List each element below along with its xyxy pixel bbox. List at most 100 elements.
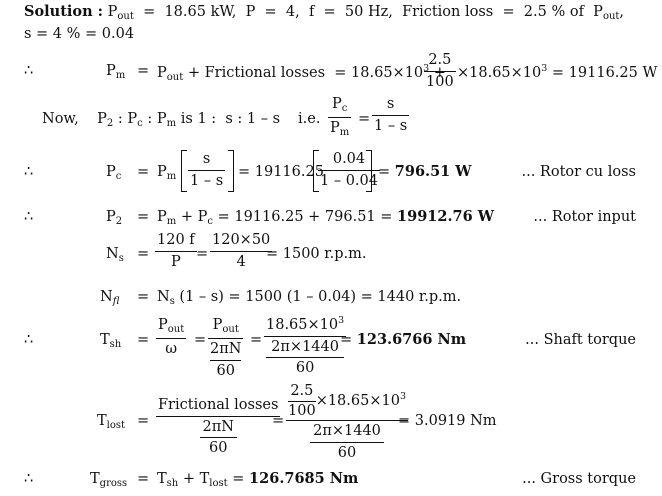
pm-rhs-mult-sup: 3 <box>541 63 548 74</box>
pm-rhs-sup: 3 <box>423 63 430 74</box>
given-pout-sub: out <box>117 11 134 22</box>
nfl-eq-sign: = <box>137 289 150 305</box>
tlost-fraction-1-denominator: 2πN 60 <box>156 417 280 456</box>
pc-lhs-symbol: P <box>106 164 116 180</box>
pc-rhs-value: = 19116.25 <box>238 164 324 180</box>
nfl-rhs-sub: s <box>169 296 175 307</box>
tsh-fraction-2-numerator: Pout <box>208 317 244 339</box>
tsh-fraction-1-numerator: Pout <box>156 317 187 339</box>
pc-tag: ... Rotor cu loss <box>521 164 637 180</box>
tsh-fraction-3-numerator: 18.65×103 <box>264 315 347 337</box>
tg-rhs: Tsh + Tlost = 126.7685 Nm <box>157 471 358 489</box>
p2-result: 19912.76 W <box>397 208 495 225</box>
nfl-rhs: Ns (1 – s) = 1500 (1 – 0.04) = 1440 r.p.… <box>157 290 461 307</box>
ratio-num-p: P <box>331 96 342 112</box>
tg-tag: ... Gross torque <box>522 471 636 487</box>
ratio-pc: : P <box>113 111 138 127</box>
p2-eq-sign: = <box>137 209 150 225</box>
ns-fraction-numerator: 120 f <box>155 233 197 252</box>
p2-rhs-sub-m: m <box>166 216 177 227</box>
pc-result-line: = 796.51 W <box>378 164 472 180</box>
tg-eq-sign: = <box>137 471 150 487</box>
pm-rhs-plus: + <box>429 65 446 81</box>
pc-rhs-sub: m <box>166 171 177 182</box>
pc-fraction-denominator: 1 – s <box>190 172 224 189</box>
pc-result-eq: = <box>378 164 391 180</box>
pc-lhs-sub: c <box>115 171 122 182</box>
tlost-lhs-symbol: T <box>97 413 107 429</box>
tsh-result: 123.6766 Nm <box>356 331 467 348</box>
tsh-f3-den-den: 60 <box>295 360 315 376</box>
pm-rhs-mult: ×18.65×10 <box>457 65 542 81</box>
tg-lhs-sub: gross <box>99 478 128 489</box>
given-line-2: s = 4 % = 0.04 <box>24 26 135 42</box>
ratio-fraction-2-numerator: s <box>372 97 410 116</box>
pm-lhs-sub: m <box>115 70 126 81</box>
ratio-fraction-denominator: Pm <box>328 118 351 138</box>
ns-lhs-sub: s <box>118 253 124 264</box>
tsh-f2-p: P <box>212 317 223 333</box>
ratio-fraction-2: s 1 – s <box>372 97 410 133</box>
tsh-fraction-1-denominator: ω <box>165 341 178 357</box>
tg-lhs-symbol: T <box>90 471 100 487</box>
ns-fraction: 120 f P <box>155 233 197 269</box>
given-pout-sub-end: out <box>602 11 620 22</box>
ratio-fraction-numerator: Pc <box>328 96 352 118</box>
given-comma: , <box>619 4 625 20</box>
tsh-fraction-2-denominator: 2πN 60 <box>208 339 243 378</box>
given-line-1: Solution : Pout = 18.65 kW, P = 4, f = 5… <box>24 4 625 22</box>
now-line: Now, P2 : Pc : Pm is 1 : s : 1 – s <box>42 112 280 129</box>
tsh-f1-p: P <box>158 317 168 333</box>
ns-fraction-2: 120×50 4 <box>210 233 273 269</box>
ratio-values: is 1 : s : 1 – s <box>176 111 281 127</box>
ns-eq-sign: = <box>137 246 150 262</box>
therefore-symbol: ∴ <box>24 209 34 225</box>
ratio-eq: = <box>358 111 371 127</box>
nfl-lhs-symbol: N <box>100 289 113 305</box>
pc-fraction-2-numerator: 0.04 <box>318 152 380 171</box>
tg-rhs-eq: = <box>227 471 245 487</box>
ns-lhs: Ns <box>106 247 124 264</box>
tlost-result: = 3.0919 Nm <box>398 413 497 429</box>
ratio-pm: : P <box>142 111 167 127</box>
tg-rhs-tlost-sub: lost <box>209 478 228 489</box>
p2-rhs-sum: = 19116.25 + 796.51 = <box>212 209 393 225</box>
p2-rhs-p: P <box>157 209 167 225</box>
ns-fraction-denominator: P <box>170 253 181 270</box>
pc-fraction-2: 0.04 1 – 0.04 <box>318 152 380 188</box>
pc-bracket2-right <box>366 150 372 192</box>
tlost-f2-num-sup: 3 <box>399 391 406 402</box>
tlost-lhs-sub: lost <box>106 420 126 431</box>
pc-fraction: s 1 – s <box>188 152 226 189</box>
pm-lhs-symbol: P <box>106 63 116 79</box>
pc-bracket2-left <box>313 150 319 192</box>
tsh-lhs-sub: sh <box>109 339 122 350</box>
tlost-f2-den-den: 60 <box>337 444 357 461</box>
nfl-rhs-n: N <box>157 289 170 305</box>
tsh-result-line: = 123.6766 Nm <box>340 331 467 348</box>
tsh-f3-sup: 3 <box>338 315 345 326</box>
tsh-fraction-1: Pout ω <box>156 317 187 357</box>
nfl-rhs-value: (1 – s) = 1500 (1 – 0.04) = 1440 r.p.m. <box>174 289 462 305</box>
pm-eq-sign: = <box>137 63 150 79</box>
ratio-den-sub: m <box>339 127 350 138</box>
ratio-pc-sub: c <box>137 118 143 129</box>
tsh-f3-num: 18.65×10 <box>266 317 339 333</box>
pm-rhs-pout: P <box>157 65 167 81</box>
ratio-p2-sub: 2 <box>106 118 114 129</box>
ratio-fraction: Pc Pm <box>328 96 352 138</box>
ratio-p: P <box>97 111 107 127</box>
pm-fraction-denominator: 100 <box>426 73 454 90</box>
tg-rhs-tsh-sub: sh <box>166 478 179 489</box>
tg-lhs: Tgross <box>90 472 127 489</box>
tlost-f2-den-num: 2π×1440 <box>310 424 384 443</box>
tlost-f1-den-den: 60 <box>209 440 228 456</box>
pc-fraction-2-denominator: 1 – 0.04 <box>320 172 378 189</box>
pc-rhs-p: P <box>157 164 167 180</box>
nfl-lhs: Nfl <box>100 290 119 307</box>
pc-rhs-pm: Pm <box>157 165 176 182</box>
tlost-fraction-1-numerator: Frictional losses <box>156 398 281 417</box>
ns-fraction-2-numerator: 120×50 <box>210 233 273 252</box>
tsh-f1-sub: out <box>167 324 185 335</box>
tlost-fraction-2: 2.5 100 ×18.65×103 2π×1440 60 <box>286 384 408 460</box>
